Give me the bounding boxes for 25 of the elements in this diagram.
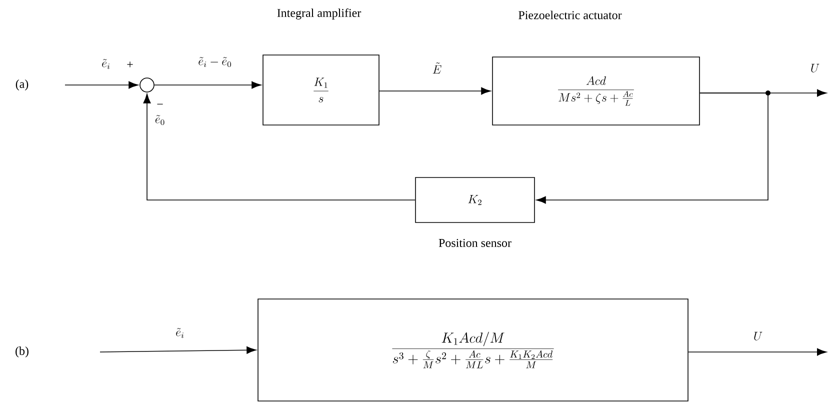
edge-label: $U$ bbox=[754, 332, 762, 340]
edge-label: $\tilde{e}_i$ bbox=[102, 59, 110, 69]
arrow bbox=[143, 94, 416, 200]
arrow bbox=[100, 346, 256, 354]
block-box: $K_2$ bbox=[415, 177, 535, 223]
arrow bbox=[688, 348, 827, 356]
edge-label: $U$ bbox=[811, 64, 820, 72]
block-heading: Piezoelectric actuator bbox=[518, 10, 622, 20]
arrow bbox=[64, 81, 138, 89]
block-heading: Integral amplifier bbox=[277, 8, 362, 20]
block-box: $\frac{Acd}{Ms^2+\zeta s+\frac{Ac}{L}}$ bbox=[492, 56, 700, 126]
edge-label: $\tilde{e}_i-\tilde{e}_0$ bbox=[198, 57, 232, 68]
arrow bbox=[536, 92, 768, 204]
panel-label: (a) bbox=[16, 80, 28, 90]
arrow bbox=[154, 81, 262, 89]
block-box: $\frac{K_1}{s}$ bbox=[262, 54, 380, 126]
panel-label: + bbox=[127, 62, 133, 68]
block-heading: Position sensor bbox=[438, 238, 512, 248]
summing-junction bbox=[140, 78, 154, 92]
edge-label: $\tilde{e}_i$ bbox=[176, 328, 184, 338]
arrow bbox=[379, 87, 491, 95]
edge-label: $\tilde{E}$ bbox=[432, 62, 442, 74]
edge-label: $\tilde{e}_0$ bbox=[155, 115, 164, 126]
panel-label: (b) bbox=[16, 346, 28, 358]
block-box: $\frac{K_1 Acd/M}{s^3+\frac{\zeta}{M}s^2+\frac{Ac}{ML}s+\frac{K_1K_2Acd}{M}}$ bbox=[258, 298, 688, 402]
